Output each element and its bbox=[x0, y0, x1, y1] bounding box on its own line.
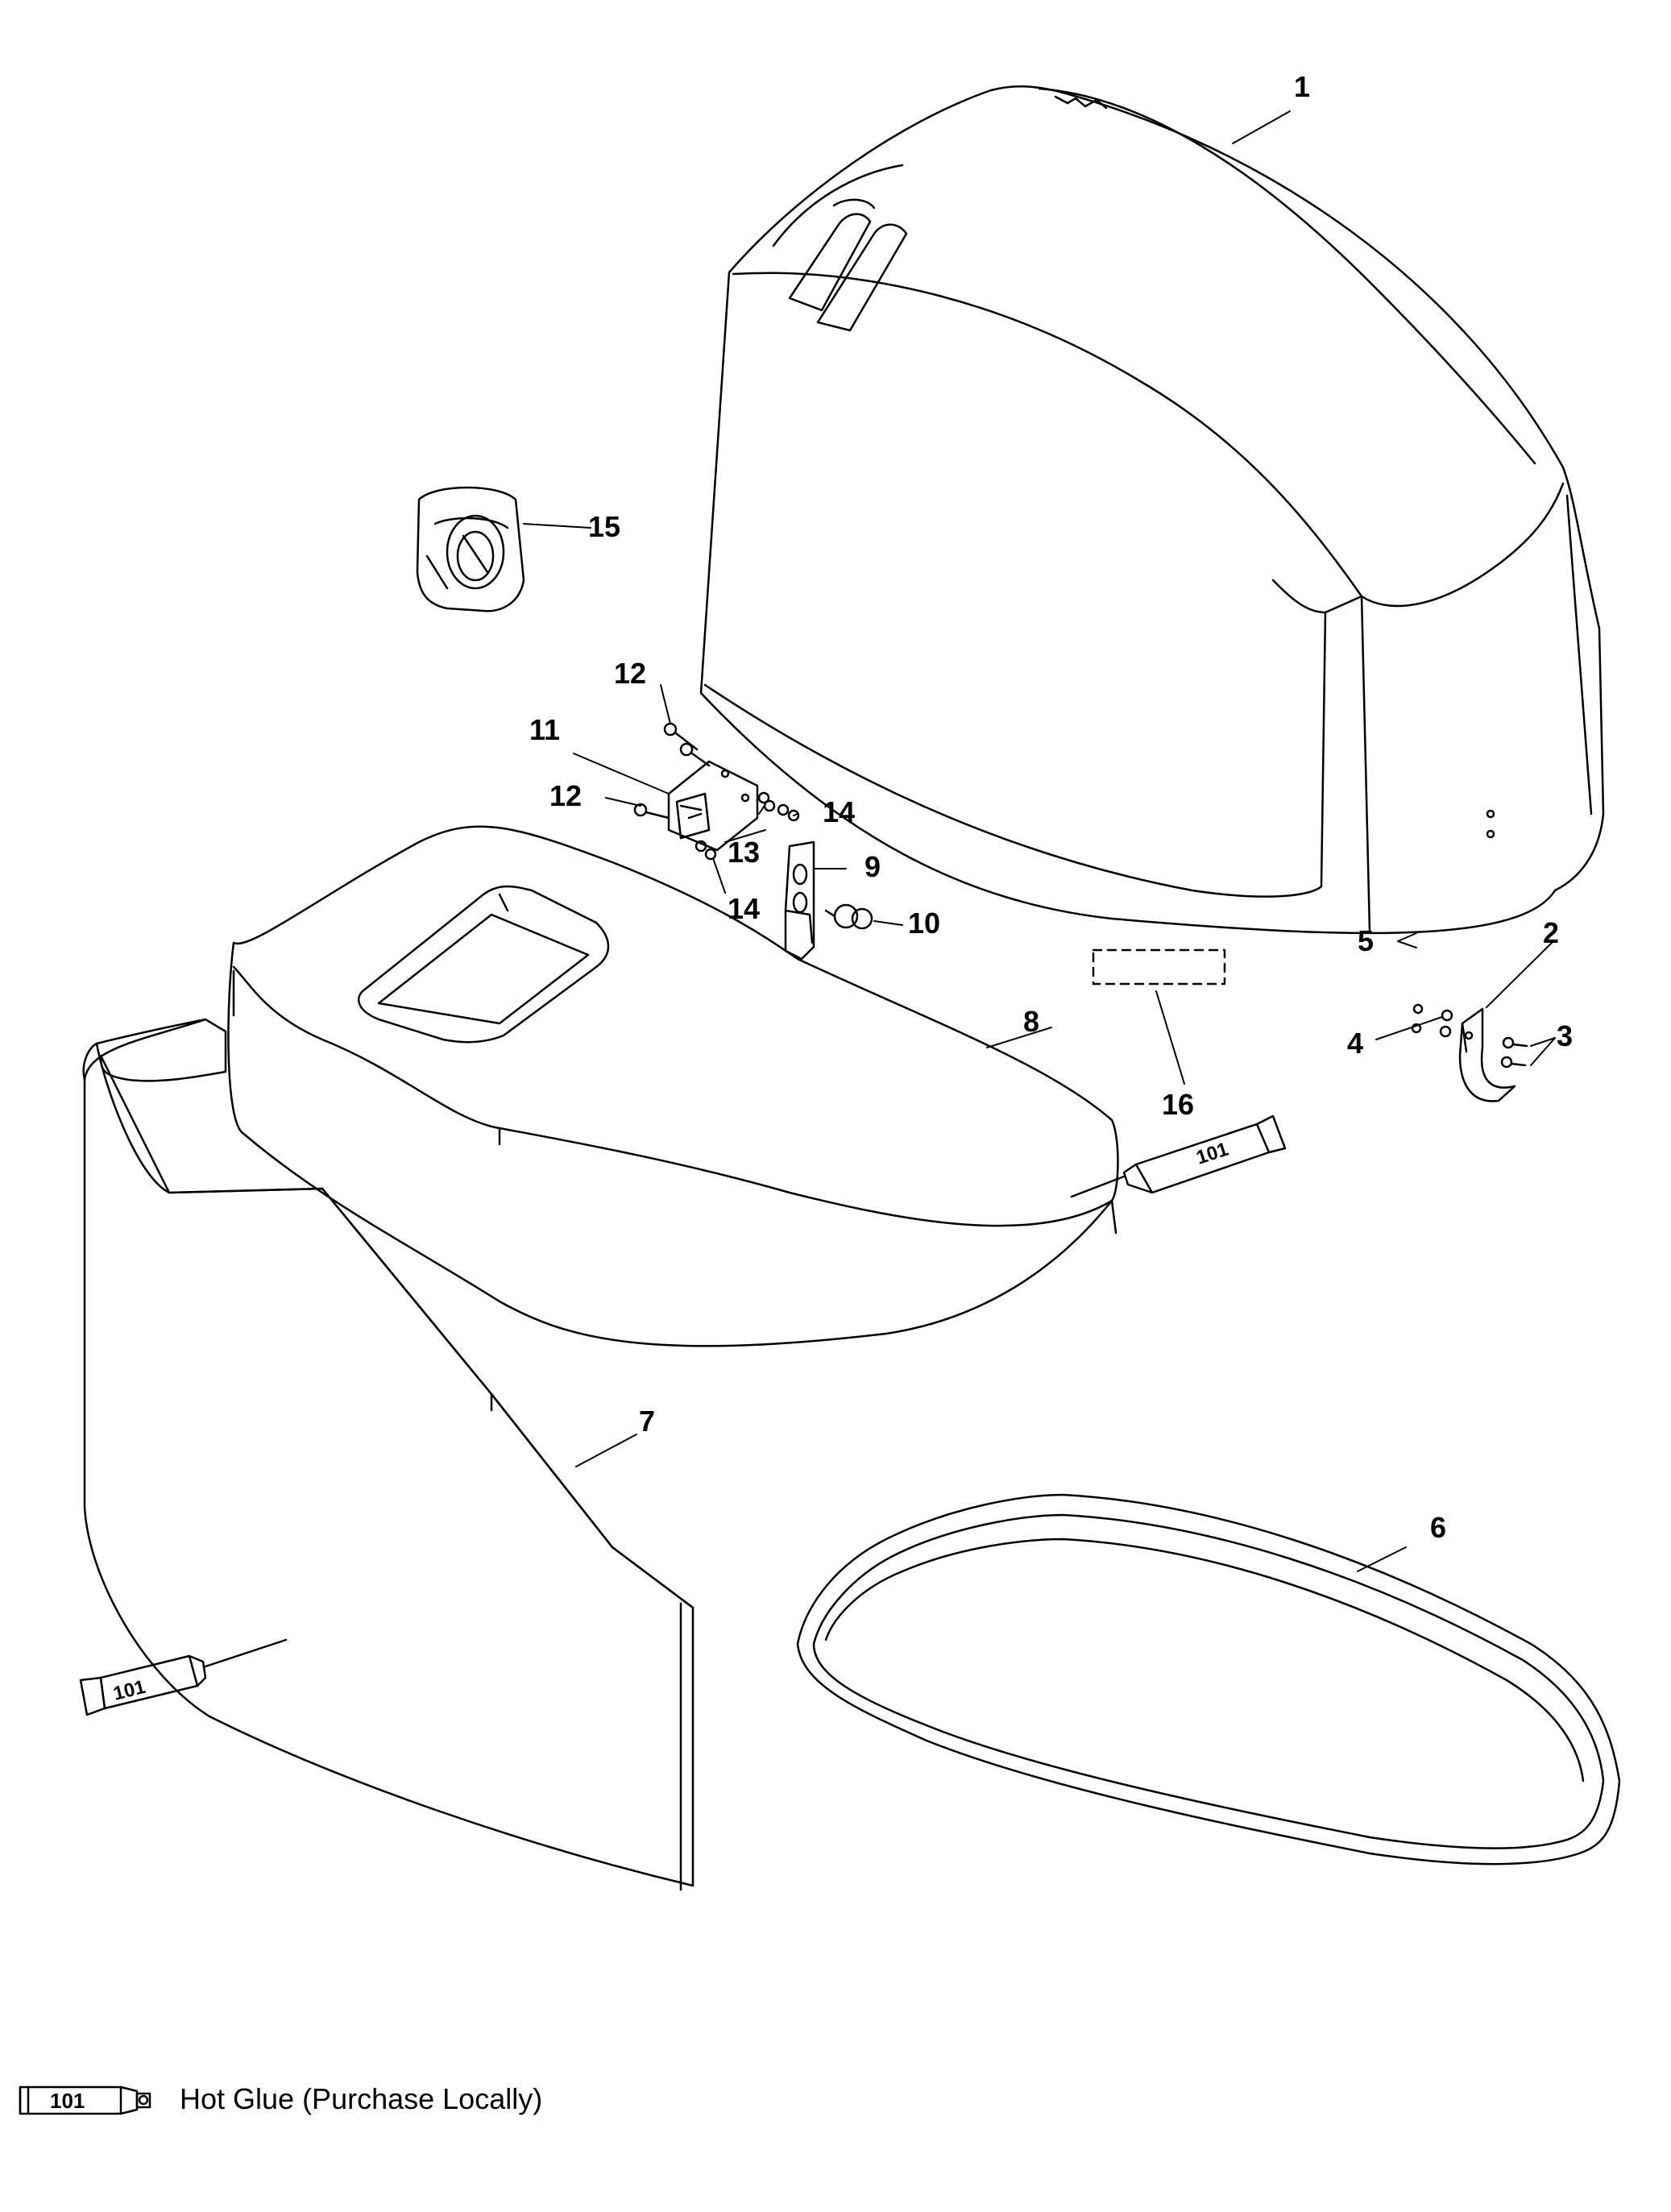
callout-14-top: 14 bbox=[823, 795, 855, 828]
callout-11: 11 bbox=[529, 713, 560, 746]
foam-panel-part-7 bbox=[82, 1018, 695, 1891]
callout-5: 5 bbox=[1358, 924, 1374, 957]
top-cowl bbox=[699, 85, 1605, 935]
seal-ring-part-6 bbox=[796, 1493, 1621, 1865]
callout-14-bottom: 14 bbox=[728, 892, 760, 925]
callout-numbers: 1 2 3 4 5 6 7 8 9 10 11 12 12 13 14 14 1… bbox=[529, 70, 1573, 1544]
callout-15: 15 bbox=[588, 510, 620, 543]
callout-3: 3 bbox=[1557, 1019, 1573, 1052]
latch-plate-part-9 bbox=[784, 840, 815, 961]
legend-glue-tube: 101 bbox=[19, 2085, 151, 2115]
callout-12-left: 12 bbox=[549, 779, 582, 812]
glue-tube-upper bbox=[1070, 1114, 1287, 1198]
callout-7: 7 bbox=[639, 1405, 655, 1438]
legend-text: Hot Glue (Purchase Locally) bbox=[180, 2082, 543, 2115]
callout-1: 1 bbox=[1294, 70, 1310, 103]
decal-part-15 bbox=[416, 486, 525, 612]
glue-tube-labels: 101 101 bbox=[111, 1139, 1231, 1705]
glue-tube-lower bbox=[79, 1638, 288, 1716]
lower-tube-label: 101 bbox=[111, 1676, 147, 1705]
label-part-16 bbox=[1092, 948, 1226, 986]
callout-2: 2 bbox=[1543, 916, 1559, 949]
fasteners bbox=[633, 722, 800, 861]
foam-panel-part-8 bbox=[227, 825, 1119, 1347]
callout-12-top: 12 bbox=[614, 657, 646, 690]
callout-6: 6 bbox=[1430, 1511, 1446, 1544]
callout-9: 9 bbox=[865, 850, 881, 883]
callout-8: 8 bbox=[1023, 1005, 1039, 1038]
side-bracket-part-2 bbox=[1411, 1003, 1528, 1102]
callout-10: 10 bbox=[908, 907, 940, 940]
knob-part-10 bbox=[824, 903, 873, 930]
leader-lines bbox=[523, 110, 1556, 1572]
legend-tube-label: 101 bbox=[50, 2089, 85, 2113]
callout-13: 13 bbox=[728, 836, 760, 869]
callout-16: 16 bbox=[1162, 1088, 1194, 1121]
callout-4: 4 bbox=[1347, 1027, 1363, 1060]
bracket-part-11 bbox=[667, 760, 759, 852]
